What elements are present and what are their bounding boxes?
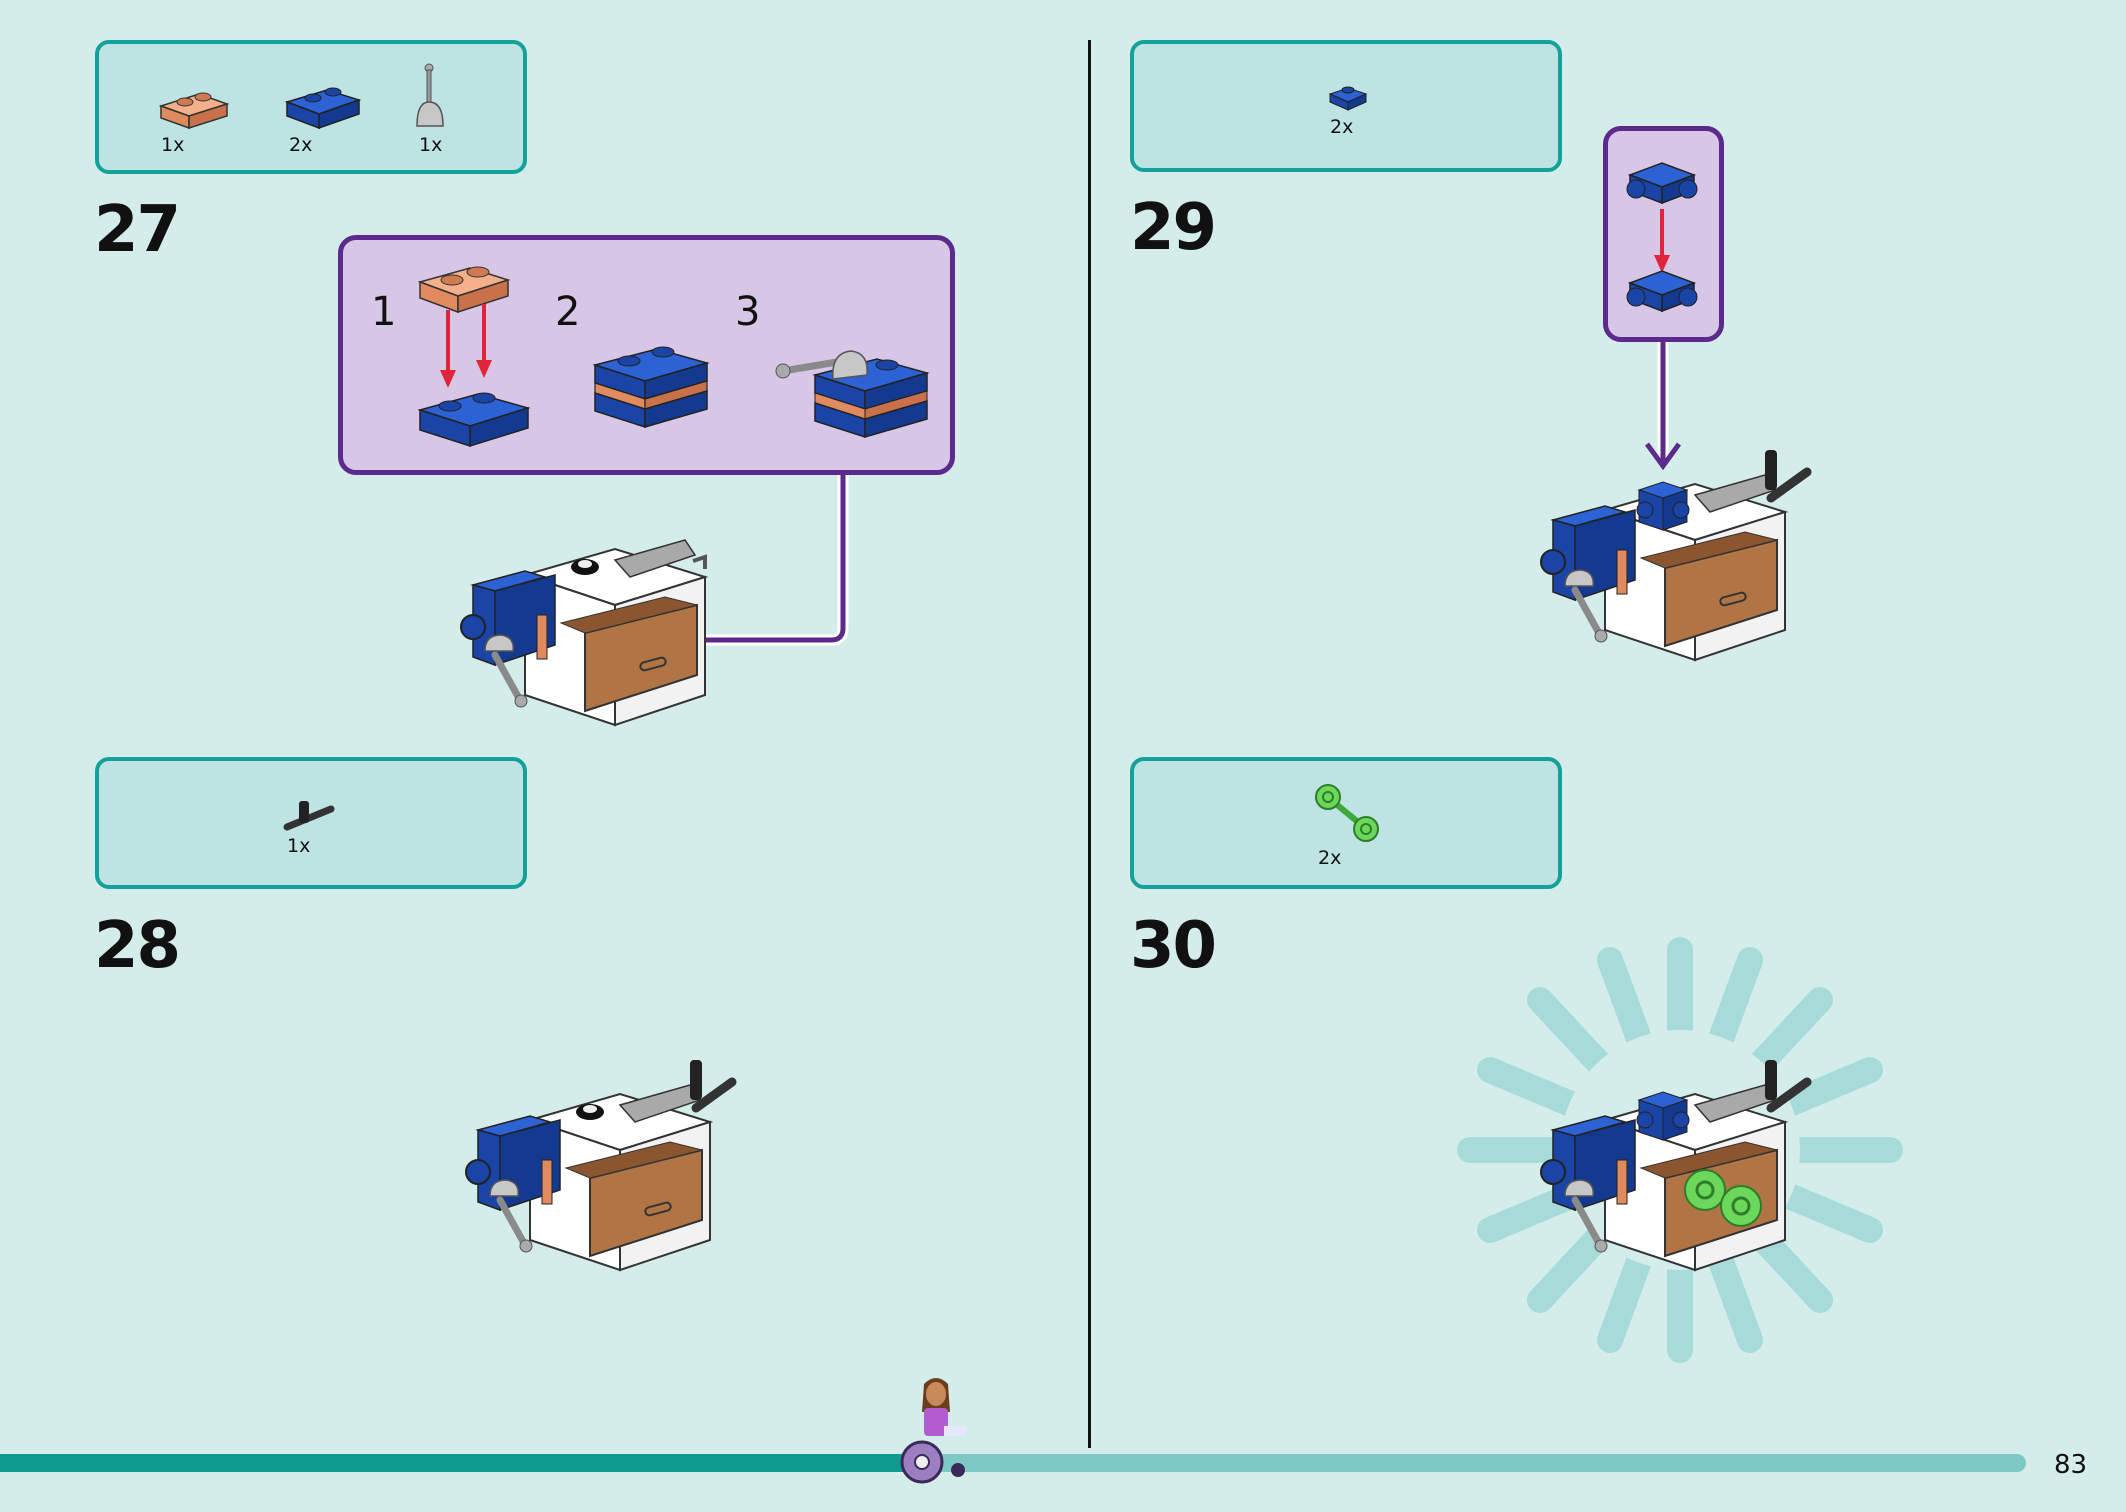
blue-wheel-holder-icon (1328, 86, 1368, 111)
progress-track (0, 1454, 2026, 1472)
substep-number: 3 (735, 289, 761, 335)
page-divider (1088, 40, 1091, 1448)
substep-number: 1 (371, 289, 397, 335)
substep-2-illustration (592, 346, 710, 429)
sub-assembly-box: 1 2 3 (338, 235, 955, 475)
step-number: 30 (1130, 909, 1217, 983)
step-number: 28 (94, 909, 181, 983)
workbench-model (465, 1060, 737, 1272)
blue-plate-rail-icon (284, 87, 362, 130)
parts-box-step-29: 2x (1130, 40, 1562, 172)
workbench-model-complete (1540, 1060, 1812, 1272)
part-qty: 1x (287, 835, 311, 857)
tan-plate-1x2-icon (158, 92, 230, 130)
part-qty: 1x (419, 134, 443, 156)
parts-box-step-27: 1x 2x 1x (95, 40, 527, 174)
progress-fill (0, 1454, 932, 1472)
workbench-model (1540, 450, 1812, 662)
part-qty: 2x (1330, 116, 1354, 138)
part-qty: 1x (161, 134, 185, 156)
green-dumbbell-icon (1315, 784, 1379, 842)
gray-lever-icon (416, 63, 444, 127)
parts-box-step-30: 2x (1130, 757, 1562, 889)
step-number: 29 (1130, 191, 1217, 265)
substep-3-illustration (775, 350, 930, 439)
substep-illustration (1626, 162, 1698, 313)
part-qty: 2x (1318, 847, 1342, 869)
step-number: 27 (94, 193, 181, 267)
part-qty: 2x (289, 134, 313, 156)
minifigure-wheelchair-icon (900, 1378, 966, 1484)
black-bar-holder-icon (283, 801, 335, 831)
sub-assembly-box (1603, 126, 1724, 342)
page-number: 83 (2054, 1450, 2088, 1480)
substep-number: 2 (555, 289, 581, 335)
workbench-model (460, 539, 709, 727)
substep-1-illustration (417, 266, 531, 448)
parts-box-step-28: 1x (95, 757, 527, 889)
